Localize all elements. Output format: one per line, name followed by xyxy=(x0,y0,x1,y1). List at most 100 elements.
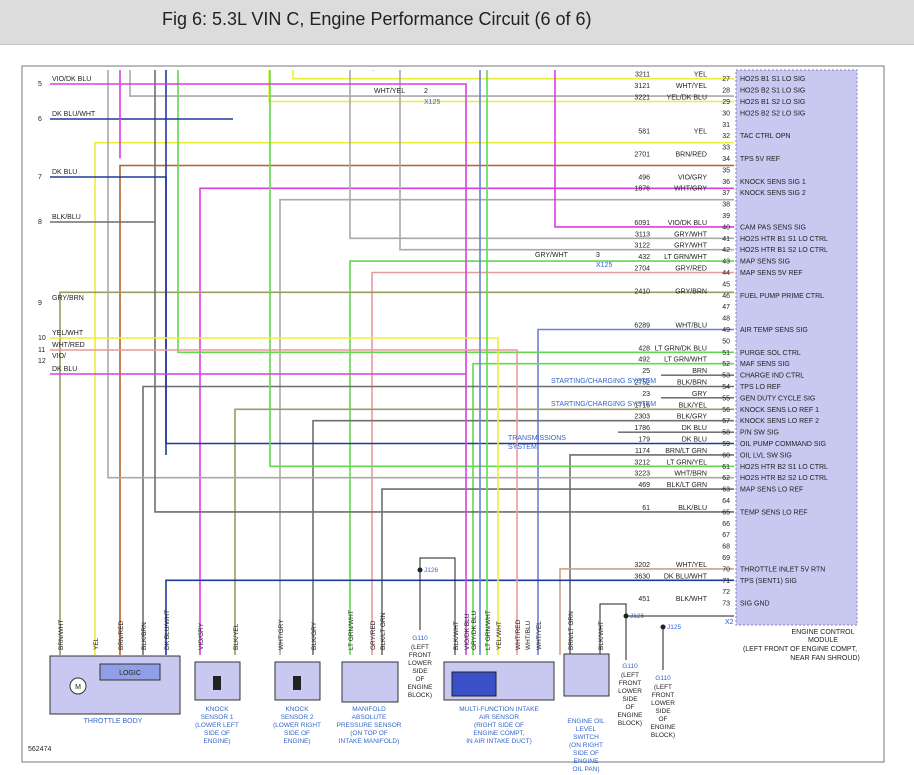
ecm-name: MODULE xyxy=(808,637,838,644)
pin-function-label: TAC CTRL OPN xyxy=(740,133,791,140)
wire-pin-60 xyxy=(569,454,734,655)
ground-desc: LOWER xyxy=(651,700,675,707)
wire-color-label: BLK/LT GRN xyxy=(667,482,707,489)
ecm-location: (LEFT FRONT OF ENGINE COMPT, xyxy=(743,646,857,653)
pin-number: 40 xyxy=(722,224,730,231)
splice-label: J126 xyxy=(630,613,644,620)
knock1-wire-label: BLK/YEL xyxy=(233,623,240,650)
wire-pin-61 xyxy=(269,70,734,468)
left-ref-label: VIO/DK BLU xyxy=(52,76,91,83)
wire-pin-42 xyxy=(399,70,734,251)
x125-wire-color: GRY/WHT xyxy=(535,252,569,259)
pin-number: 65 xyxy=(722,509,730,516)
pin-number: 54 xyxy=(722,384,730,391)
wire-pin-32 xyxy=(94,141,734,655)
wire-color-label: BRN xyxy=(692,368,707,375)
pin-number: 61 xyxy=(722,464,730,471)
wire-color-label: BLK/BRN xyxy=(677,380,707,387)
oil-switch-label: SIDE OF xyxy=(573,750,599,757)
wire-color-label: DK BLU/WHT xyxy=(664,573,708,580)
wire-pin-44 xyxy=(371,271,734,655)
circuit-number: 3121 xyxy=(634,83,650,90)
maf-wire-label: WHT/BLU xyxy=(525,620,532,650)
ground-name: G110 xyxy=(655,675,671,682)
pin-number: 42 xyxy=(722,247,730,254)
knock-sensor-2-label: ENGINE) xyxy=(283,738,310,745)
wire-color-label: LT GRN/DK BLU xyxy=(655,345,707,352)
ground-desc: BLOCK) xyxy=(651,732,675,739)
pin-number: 35 xyxy=(722,167,730,174)
wire-pin-37 xyxy=(279,198,734,655)
x125-connector: X125 xyxy=(424,99,440,106)
pin-function-label: OIL LVL SW SIG xyxy=(740,452,792,459)
circuit-number: 179 xyxy=(638,437,650,444)
system-reference: SYSTEM xyxy=(508,444,537,451)
pin-number: 58 xyxy=(722,430,730,437)
wire-color-label: YEL xyxy=(694,72,707,79)
pin-function-label: CAM PAS SENS SIG xyxy=(740,224,806,231)
wire-pin-46 xyxy=(59,291,734,655)
wire-color-label: LT GRN/YEL xyxy=(667,459,707,466)
pin-number: 69 xyxy=(722,555,730,562)
maf-wire-label: VIO/DK BLU xyxy=(464,613,471,650)
left-ref-number: 6 xyxy=(38,116,42,123)
pin-function-label: KNOCK SENS LO REF 1 xyxy=(740,407,819,414)
pin-function-label: CHARGE IND CTRL xyxy=(740,373,804,380)
wire-color-label: BLK/YEL xyxy=(679,402,708,409)
pin-number: 57 xyxy=(722,418,730,425)
wire-pin-43 xyxy=(349,260,734,655)
pin-number: 48 xyxy=(722,316,730,323)
circuit-number: 3122 xyxy=(634,243,650,250)
ground-desc: ENGINE xyxy=(651,724,677,731)
ground-desc: LOWER xyxy=(618,688,642,695)
throttle-body-label: THROTTLE BODY xyxy=(84,718,143,725)
circuit-number: 2410 xyxy=(634,288,650,295)
ground-desc: ENGINE xyxy=(618,712,644,719)
pin-function-label: GEN DUTY CYCLE SIG xyxy=(740,395,815,402)
pin-number: 72 xyxy=(722,589,730,596)
pin-number: 68 xyxy=(722,544,730,551)
pin-function-label: THROTTLE INLET 5V RTN xyxy=(740,566,825,573)
pin-function-label: TPS LO REF xyxy=(740,384,781,391)
left-ref-label: WHT/RED xyxy=(52,342,85,349)
knock-sensor-2-label: KNOCK xyxy=(285,706,309,713)
maf-wire-label: WHT/RED xyxy=(515,619,522,650)
ecm-name: ENGINE CONTROL xyxy=(791,629,854,636)
throttle-wire-label: YEL xyxy=(93,637,100,650)
system-reference: STARTING/CHARGING SYSTEM xyxy=(551,378,656,385)
maf-sensor-label: AIR SENSOR xyxy=(479,714,519,721)
pin-number: 56 xyxy=(722,407,730,414)
wire-color-label: BLK/BLU xyxy=(678,505,707,512)
circuit-number: 3113 xyxy=(635,231,650,238)
pin-function-label: TPS 5V REF xyxy=(740,156,780,163)
pin-number: 73 xyxy=(722,601,730,608)
left-ref-label: DK BLU/WHT xyxy=(52,111,96,118)
pin-number: 70 xyxy=(722,566,730,573)
wire-layer xyxy=(50,70,734,670)
ground-desc: BLOCK) xyxy=(618,720,642,727)
pin-function-label: HO2S HTR B2 S1 LO CTRL xyxy=(740,464,828,471)
x125-pin: 2 xyxy=(424,88,428,95)
oil-switch-label: LEVEL xyxy=(576,726,597,733)
ground-desc: OF xyxy=(415,676,424,683)
ground-desc: FRONT xyxy=(652,692,674,699)
circuit-number: 61 xyxy=(642,505,650,512)
maf-sensor-label: (RIGHT SIDE OF xyxy=(474,722,524,729)
maf-wire-label: GRY/DK BLU xyxy=(471,610,478,650)
pin-function-label: HO2S HTR B2 S2 LO CTRL xyxy=(740,475,828,482)
pin-function-label: MAP SENS SIG xyxy=(740,259,790,266)
pin-function-label: TEMP SENS LO REF xyxy=(740,509,808,516)
knock-sensor-1-icon xyxy=(213,676,221,690)
wire-color-label: DK BLU xyxy=(682,437,707,444)
pin-number: 49 xyxy=(722,327,730,334)
circuit-number: 3630 xyxy=(634,573,650,580)
wire-color-label: WHT/YEL xyxy=(676,562,707,569)
circuit-number: 3221 xyxy=(634,95,650,102)
ground-desc: (LEFT xyxy=(654,684,672,691)
ground-wire xyxy=(419,557,456,655)
pin-number: 66 xyxy=(722,521,730,528)
maf-wire-label: LT GRN/WHT xyxy=(485,610,492,650)
